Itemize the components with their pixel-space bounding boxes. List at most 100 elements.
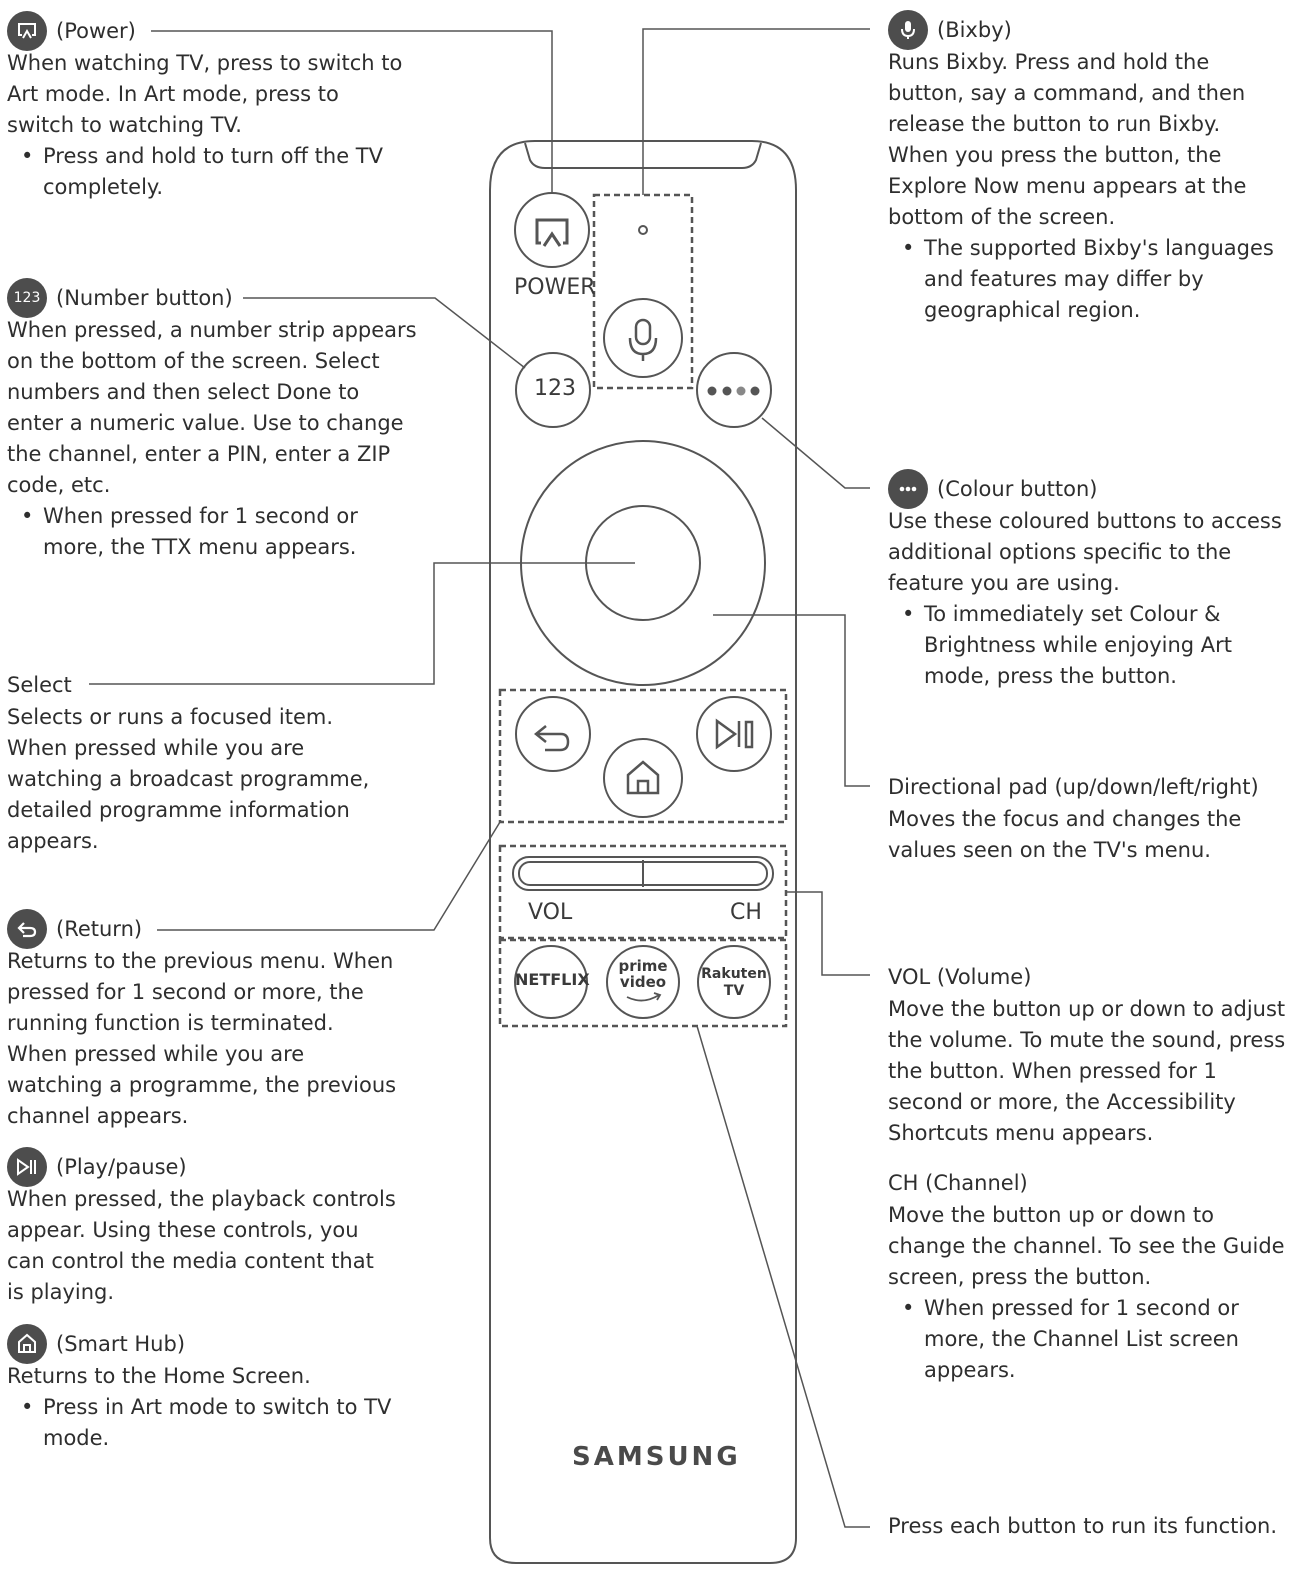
- ch-title: CH (Channel): [888, 1170, 1028, 1195]
- power-button[interactable]: [514, 192, 590, 268]
- netflix-label: NETFLIX: [515, 970, 590, 989]
- apps-note: Press each button to run its function.: [888, 1514, 1278, 1538]
- home-icon: [7, 1324, 47, 1364]
- return-icon: [533, 725, 570, 752]
- return-heading: (Return): [7, 909, 397, 949]
- colour-heading: (Colour button): [888, 469, 1288, 509]
- colour-button[interactable]: [696, 352, 772, 428]
- bixby-title: (Bixby): [937, 17, 1012, 42]
- vol-body: Move the button up or down to adjust the…: [888, 997, 1286, 1145]
- select-body: Selects or runs a focused item. When pre…: [7, 705, 370, 853]
- smarthub-title: (Smart Hub): [56, 1331, 186, 1356]
- remote-body: [489, 140, 797, 1564]
- return-icon: [7, 909, 47, 949]
- return-button[interactable]: [515, 696, 591, 772]
- bixby-heading: (Bixby): [888, 10, 1288, 50]
- power-body: When watching TV, press to switch to Art…: [7, 51, 403, 137]
- power-bullet: Press and hold to turn off the TV comple…: [7, 141, 407, 203]
- return-description: (Return) Returns to the previous menu. W…: [7, 909, 397, 1132]
- dpad-body: Moves the focus and changes the values s…: [888, 807, 1242, 862]
- rakuten-label-line2: TV: [723, 983, 745, 999]
- power-heading: (Power): [7, 11, 407, 51]
- bixby-button[interactable]: [603, 298, 683, 378]
- microphone-hole: [638, 225, 648, 235]
- playpause-body: When pressed, the playback controls appe…: [7, 1187, 396, 1304]
- leader-colour: [761, 417, 870, 489]
- number-bullet: When pressed for 1 second or more, the T…: [7, 501, 417, 563]
- prime-label-line2: video: [619, 973, 667, 991]
- play-pause-button[interactable]: [696, 696, 772, 772]
- play-pause-icon: [7, 1147, 47, 1187]
- prime-video-button[interactable]: [606, 945, 680, 1019]
- leader-bixby: [642, 28, 870, 195]
- number-button[interactable]: [515, 352, 591, 428]
- leader-dpad: [713, 614, 870, 787]
- power-title: (Power): [56, 18, 136, 43]
- dpad-title: Directional pad (up/down/left/right): [888, 774, 1259, 799]
- number-button-label: 123: [534, 376, 576, 401]
- number-body: When pressed, a number strip appears on …: [7, 318, 417, 497]
- colour-title: (Colour button): [937, 476, 1098, 501]
- bixby-bullet: The supported Bixby's languages and feat…: [888, 233, 1288, 326]
- bixby-body-1: Runs Bixby. Press and hold the button, s…: [888, 50, 1246, 136]
- app-zone: [498, 938, 788, 1028]
- smarthub-body: Returns to the Home Screen.: [7, 1364, 311, 1388]
- colour-icon: [888, 469, 928, 509]
- leader-number: [243, 297, 526, 369]
- prime-smile: [626, 992, 662, 1002]
- leader-power: [151, 30, 553, 193]
- leader-select: [89, 562, 635, 685]
- return-title: (Return): [56, 916, 143, 941]
- select-title: Select: [7, 672, 72, 697]
- microphone-icon: [888, 10, 928, 50]
- ch-bullet: When pressed for 1 second or more, the C…: [888, 1293, 1288, 1386]
- smart-hub-button[interactable]: [603, 738, 683, 818]
- colour-body: Use these coloured buttons to access add…: [888, 509, 1282, 595]
- ch-body: Move the button up or down to change the…: [888, 1203, 1285, 1289]
- smarthub-bullet: Press in Art mode to switch to TV mode.: [7, 1392, 397, 1454]
- number-heading: 123 (Number button): [7, 278, 417, 318]
- leader-vol-ch: [786, 891, 870, 976]
- power-button-icon: [535, 218, 569, 247]
- mic-icon: [634, 318, 652, 346]
- number-title: (Number button): [56, 285, 233, 310]
- prime-video-label: prime video: [607, 958, 679, 990]
- vol-description: VOL (Volume) Move the button up or down …: [888, 960, 1288, 1149]
- ch-label: CH: [730, 900, 762, 925]
- bixby-zone: [592, 193, 694, 390]
- bixby-description: (Bixby) Runs Bixby. Press and hold the b…: [888, 10, 1288, 326]
- vol-label: VOL: [528, 900, 573, 925]
- rakuten-label-line1: Rakuten: [701, 966, 767, 982]
- playpause-heading: (Play/pause): [7, 1147, 397, 1187]
- colour-description: (Colour button) Use these coloured butto…: [888, 469, 1288, 692]
- return-body: Returns to the previous menu. When press…: [7, 949, 397, 1128]
- colour-bullet: To immediately set Colour & Brightness w…: [888, 599, 1288, 692]
- number-description: 123 (Number button) When pressed, a numb…: [7, 278, 417, 563]
- smarthub-description: (Smart Hub) Returns to the Home Screen. …: [7, 1324, 397, 1454]
- leader-apps: [696, 1025, 870, 1528]
- prime-label-line1: prime: [618, 957, 668, 975]
- rakuten-tv-button[interactable]: [697, 945, 771, 1019]
- leader-lines: [89, 28, 870, 1528]
- playpause-description: (Play/pause) When pressed, the playback …: [7, 1147, 397, 1308]
- play-pause-icon: [715, 718, 754, 750]
- vol-ch-rocker[interactable]: [512, 856, 774, 891]
- rakuten-tv-label: Rakuten TV: [696, 966, 772, 1000]
- home-icon: [626, 760, 660, 795]
- samsung-logo: SAMSUNG: [572, 1442, 741, 1472]
- leader-return: [157, 821, 501, 931]
- vol-title: VOL (Volume): [888, 964, 1032, 989]
- bixby-body-2: When you press the button, the Explore N…: [888, 143, 1247, 229]
- power-label: POWER: [514, 275, 596, 300]
- select-description: Select Selects or runs a focused item. W…: [7, 668, 387, 857]
- power-icon: [7, 11, 47, 51]
- ch-description: CH (Channel) Move the button up or down …: [888, 1166, 1288, 1386]
- number-icon: 123: [7, 278, 47, 318]
- playpause-title: (Play/pause): [56, 1154, 187, 1179]
- dpad-description: Directional pad (up/down/left/right) Mov…: [888, 770, 1288, 866]
- netflix-button[interactable]: [514, 945, 588, 1019]
- smarthub-heading: (Smart Hub): [7, 1324, 397, 1364]
- navigation-zone: [498, 688, 788, 824]
- power-description: (Power) When watching TV, press to switc…: [7, 11, 407, 203]
